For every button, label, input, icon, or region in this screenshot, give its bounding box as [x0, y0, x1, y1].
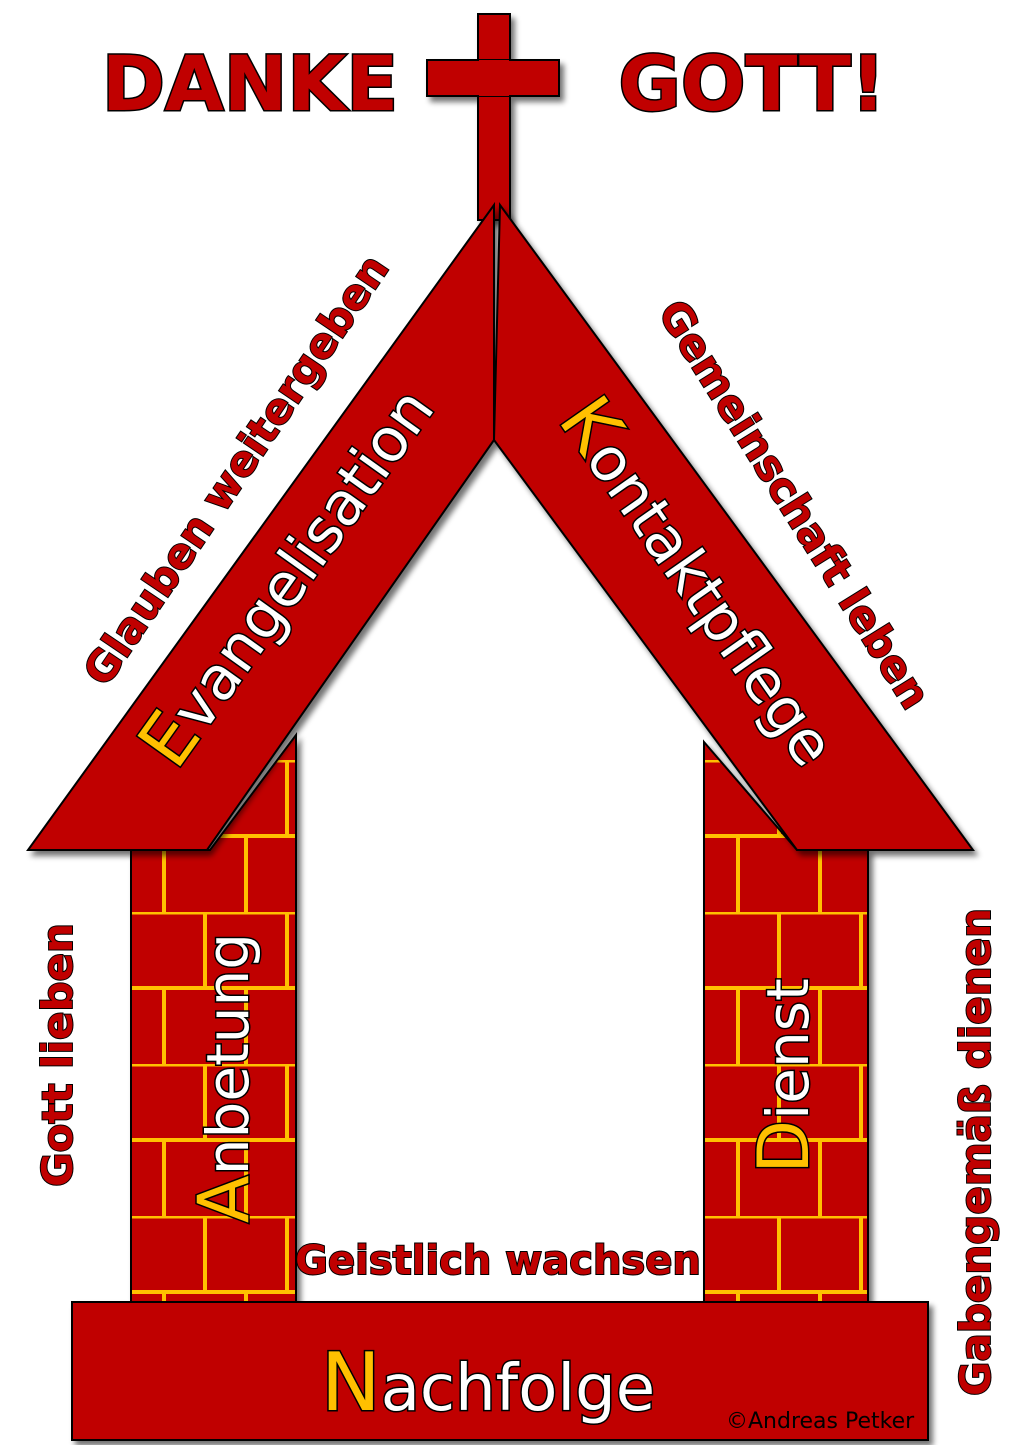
label-gabengemaess-dienen: Gabengemäß dienen [951, 908, 1000, 1396]
credit-text: ©Andreas Petker [726, 1409, 915, 1434]
label-dienst: Dienst [743, 978, 825, 1173]
label-geistlich-wachsen: Geistlich wachsen [295, 1238, 701, 1284]
title-gott: GOTT! [618, 39, 885, 128]
label-gott-lieben: Gott lieben [33, 923, 82, 1187]
roof-left [28, 205, 494, 850]
cross-icon [427, 14, 559, 220]
label-anbetung: Anbetung [183, 933, 265, 1223]
roof-right [494, 205, 973, 850]
title-danke: DANKE [102, 39, 398, 128]
